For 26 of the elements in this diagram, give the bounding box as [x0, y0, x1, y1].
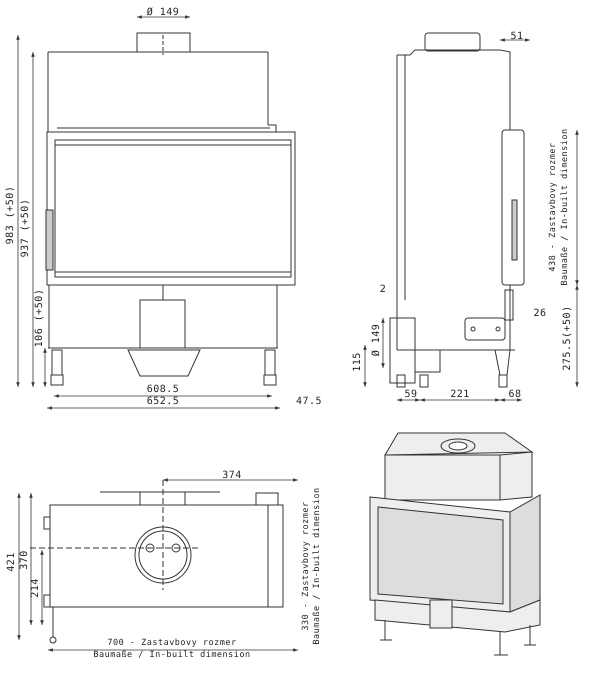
- dimension-label: 68: [508, 390, 522, 400]
- dimension-label: 26: [533, 309, 547, 319]
- dimension-label: 275.5(+50): [563, 305, 573, 371]
- dimension-label: 330 - Zastavbovy rozmer: [302, 501, 310, 631]
- dimension-label: Ø 149: [372, 324, 382, 356]
- dimension-label: 47.5: [296, 397, 322, 407]
- dimension-label: 374: [222, 471, 242, 481]
- dimension-label: 937 (+50): [21, 198, 31, 258]
- dimension-label: 106 (+50): [35, 288, 45, 348]
- dimension-label: 438 - Zastavbovy rozmer: [548, 142, 558, 272]
- dimension-label: 421: [7, 552, 17, 572]
- dimension-label: 608.5: [146, 385, 180, 395]
- dimension-label: 370: [20, 550, 30, 570]
- dimension-label: 700 - Zastavbovy rozmer: [107, 638, 237, 648]
- dimension-label: 221: [450, 390, 470, 400]
- dimension-label: 2: [380, 285, 386, 295]
- dimension-label: 51: [510, 32, 524, 42]
- dimension-label: 59: [404, 390, 418, 400]
- dimension-label: 115: [353, 352, 363, 372]
- dimension-label: 983 (+50): [6, 186, 16, 244]
- dimension-label: Baumaße / In-built dimension: [560, 128, 570, 286]
- dimension-label: 652.5: [146, 397, 180, 407]
- dimension-label: Baumaße / In-built dimension: [93, 650, 251, 660]
- dimension-label: 214: [31, 578, 41, 598]
- dimension-label: Ø 149: [146, 8, 180, 18]
- dimension-label: Baumaße / In-built dimension: [312, 487, 322, 645]
